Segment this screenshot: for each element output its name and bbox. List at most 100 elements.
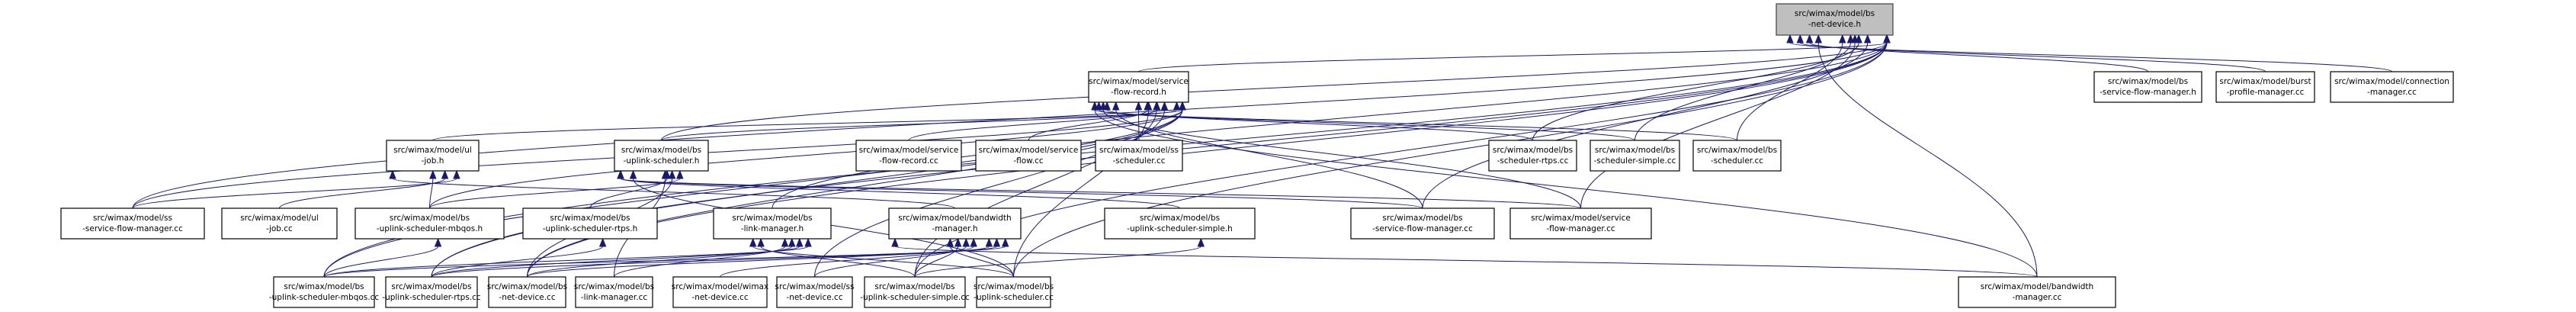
node-label-line: src/wimax/model/service (1531, 214, 1631, 223)
node-label-line: src/wimax/model/bs (550, 214, 630, 223)
node-box (1104, 207, 1256, 240)
node-box (976, 276, 1051, 308)
node-bandwidth-manager-h[interactable]: src/wimax/model/bandwidth-manager.h (888, 207, 1022, 240)
node-service-flow-manager-cc[interactable]: src/wimax/model/service-flow-manager.cc (1509, 207, 1652, 240)
edge-bs-uplink-scheduler-simple-cc-to-bandwidth-manager-h (914, 237, 962, 278)
node-bs-scheduler-rtps-cc[interactable]: src/wimax/model/bs-scheduler-rtps.cc (1488, 140, 1577, 172)
node-bs-service-flow-manager-cc[interactable]: src/wimax/model/bs-service-flow-manager.… (1350, 207, 1495, 240)
node-service-flow-record-cc[interactable]: src/wimax/model/service-flow-record.cc (855, 140, 962, 172)
edge-line (589, 178, 668, 209)
arrowhead-icon (1153, 101, 1160, 111)
arrowhead-icon (617, 169, 624, 179)
node-label-line: -manager.h (932, 224, 977, 233)
edge-bs-uplink-scheduler-mbqos-cc-to-service-flow-record-h (323, 101, 1186, 278)
node-box (672, 276, 768, 308)
node-bs-uplink-scheduler-cc[interactable]: src/wimax/model/bs-uplink-scheduler.cc (974, 276, 1054, 308)
edge-line (894, 246, 2038, 278)
node-label-line: -scheduler-rtps.cc (1497, 156, 1569, 166)
node-ss-net-device-cc[interactable]: src/wimax/model/ss-net-device.cc (775, 276, 855, 308)
edge-bs-scheduler-cc-to-bs-net-device-h (1737, 34, 1846, 141)
arrowhead-icon (429, 169, 437, 179)
edge-line (1102, 109, 1581, 209)
node-box (386, 140, 480, 172)
edge-line (620, 178, 1581, 209)
node-bs-link-manager-cc[interactable]: src/wimax/model/bs-link-manager.cc (574, 276, 654, 308)
node-bs-uplink-scheduler-h[interactable]: src/wimax/model/bs-uplink-scheduler.h (614, 140, 709, 172)
node-box (855, 140, 962, 172)
edge-bs-uplink-scheduler-rtps-cc-to-bs-uplink-scheduler-rtps-h (431, 237, 607, 278)
node-bs-net-device-cc[interactable]: src/wimax/model/bs-net-device.cc (487, 276, 567, 308)
edge-bs-uplink-scheduler-rtps-cc-to-bs-link-manager-h (431, 237, 804, 278)
node-bs-uplink-scheduler-simple-h[interactable]: src/wimax/model/bs-uplink-scheduler-simp… (1104, 207, 1256, 240)
edge-line (429, 178, 681, 209)
edge-ul-job-cc-to-ul-job-h (279, 169, 449, 209)
edge-service-flow-manager-cc-to-service-flow-record-h (1099, 101, 1581, 209)
edge-line (323, 246, 439, 278)
edge-ss-net-device-cc-to-service-flow-record-h (814, 101, 1169, 278)
node-bandwidth-manager-cc[interactable]: src/wimax/model/bandwidth-manager.cc (1958, 276, 2116, 308)
edge-line (614, 246, 786, 278)
node-label-line: -manager.cc (2367, 88, 2417, 97)
node-ss-scheduler-cc[interactable]: src/wimax/model/ss-scheduler.cc (1095, 140, 1183, 172)
arrowhead-icon (1846, 34, 1855, 43)
node-label-line: -uplink-scheduler-mbqos.cc (269, 293, 380, 302)
edge-bs-uplink-scheduler-mbqos-h-to-ul-job-h (429, 169, 437, 209)
arrowhead-icon (781, 237, 789, 247)
node-bs-uplink-scheduler-rtps-h[interactable]: src/wimax/model/bs-uplink-scheduler-rtps… (522, 207, 658, 240)
node-box (385, 276, 478, 308)
node-bs-uplink-scheduler-mbqos-h[interactable]: src/wimax/model/bs-uplink-scheduler-mbqo… (354, 207, 505, 240)
node-burst-profile-manager-cc[interactable]: src/wimax/model/burst-profile-manager.cc (2215, 71, 2315, 103)
node-service-flow-cc[interactable]: src/wimax/model/service-flow.cc (975, 140, 1082, 172)
edge-line (1789, 42, 2392, 72)
node-label-line: src/wimax/model/connection (2334, 77, 2449, 86)
node-box (888, 207, 1022, 240)
root-node-bs-net-device-h: src/wimax/model/bs-net-device.h (1776, 3, 1894, 36)
arrowhead-icon (389, 169, 396, 179)
node-service-flow-record-h[interactable]: src/wimax/model/service-flow-record.h (1088, 71, 1189, 103)
arrowhead-icon (962, 237, 970, 247)
node-label-line: -scheduler.cc (1112, 156, 1165, 166)
arrowhead-icon (1179, 101, 1186, 111)
edge-bs-uplink-scheduler-cc-to-bs-link-manager-h (749, 237, 1014, 278)
node-ul-job-h[interactable]: src/wimax/model/ul-job.h (386, 140, 480, 172)
edge-bs-scheduler-simple-cc-to-bs-net-device-h (1634, 34, 1855, 141)
node-bs-link-manager-h[interactable]: src/wimax/model/bs-link-manager.h (713, 207, 832, 240)
node-bs-uplink-scheduler-simple-cc[interactable]: src/wimax/model/bs-uplink-scheduler-simp… (860, 276, 970, 308)
node-label-line: -scheduler-simple.cc (1594, 156, 1676, 166)
node-label-line: src/wimax/model/bs (1697, 146, 1777, 155)
node-bs-uplink-scheduler-rtps-cc[interactable]: src/wimax/model/bs-uplink-scheduler-rtps… (382, 276, 481, 308)
node-box (1776, 3, 1894, 36)
node-label-line: src/wimax/model/bs (390, 214, 470, 223)
node-label-line: -flow-record.cc (879, 156, 938, 166)
node-label-line: -link-manager.h (741, 224, 804, 233)
node-ss-service-flow-manager-cc[interactable]: src/wimax/model/ss-service-flow-manager.… (60, 207, 205, 240)
edge-bs-uplink-scheduler-h-to-bs-net-device-h (661, 34, 1891, 141)
edge-bandwidth-manager-cc-to-service-flow-record-h (1091, 101, 2038, 278)
edge-line (914, 246, 959, 278)
node-ul-job-cc[interactable]: src/wimax/model/ul-job.cc (221, 207, 338, 240)
node-wimax-net-device-cc[interactable]: src/wimax/model/wimax-net-device.cc (672, 276, 768, 308)
node-connection-manager-cc[interactable]: src/wimax/model/connection -manager.cc (2330, 71, 2454, 103)
node-label-line: -manager.cc (2013, 293, 2062, 302)
edge-line (1580, 42, 1856, 209)
node-label-line: -uplink-scheduler.h (624, 156, 700, 166)
node-label-line: -profile-manager.cc (2227, 88, 2305, 97)
edge-bs-service-flow-manager-cc-to-service-flow-record-h (1112, 101, 1423, 209)
node-label-line: src/wimax/model/bs (2108, 77, 2188, 86)
node-label-line: -service-flow-manager.cc (82, 224, 183, 233)
node-box (1095, 140, 1183, 172)
node-bs-scheduler-cc[interactable]: src/wimax/model/bs-scheduler.cc (1692, 140, 1782, 172)
edge-line (1817, 42, 2038, 278)
node-box (975, 140, 1082, 172)
edge-line (1013, 42, 1888, 278)
node-bs-service-flow-manager-h[interactable]: src/wimax/model/bs -service-flow-manager.… (2093, 71, 2202, 103)
node-box (354, 207, 505, 240)
arrowhead-icon (796, 237, 804, 247)
node-bs-uplink-scheduler-mbqos-cc[interactable]: src/wimax/model/bs-uplink-scheduler-mbqo… (269, 276, 380, 308)
node-label-line: -service-flow-manager.h (2100, 88, 2196, 97)
arrowhead-icon (1099, 101, 1107, 111)
edge-line (1028, 109, 1148, 141)
node-bs-scheduler-simple-cc[interactable]: src/wimax/model/bs-scheduler-simple.cc (1590, 140, 1680, 172)
node-label-line: src/wimax/model/bs (487, 282, 567, 291)
